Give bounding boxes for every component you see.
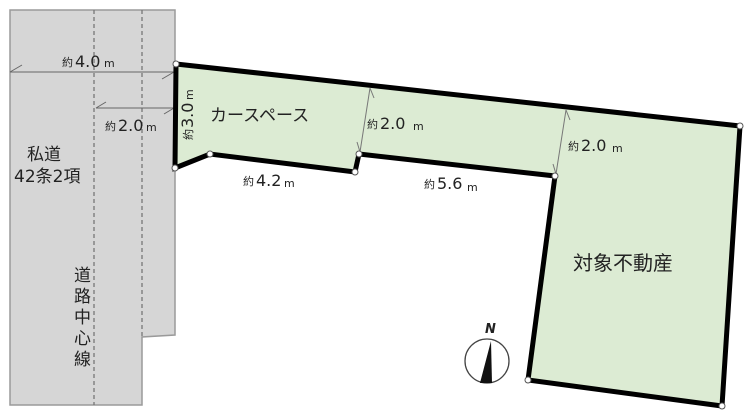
bottom-middle-dimension: 約 5.6 m <box>424 174 478 194</box>
private-road <box>9 9 176 406</box>
passage-2-dimension: 約 2.0 m <box>568 136 623 155</box>
svg-text:路: 路 <box>74 287 91 307</box>
dimension-road-width <box>9 64 175 80</box>
dimension-passage-1 <box>356 87 375 153</box>
vertex-markers <box>171 60 744 410</box>
svg-text:約: 約 <box>181 129 195 140</box>
road-width-unit: m <box>104 57 115 70</box>
svg-text:約: 約 <box>243 174 254 188</box>
svg-text:m: m <box>183 89 196 100</box>
north-compass-icon: N <box>464 322 510 384</box>
road-width-value: 4.0 <box>75 52 100 71</box>
road-name: 私道 <box>27 145 61 165</box>
centerline-label: 道 路 中 心 線 <box>74 266 91 370</box>
svg-text:5.6: 5.6 <box>437 174 462 193</box>
half-width-value: 2.0 <box>118 116 143 135</box>
svg-text:N: N <box>485 322 496 337</box>
svg-text:m: m <box>467 181 478 194</box>
svg-text:中: 中 <box>74 308 91 328</box>
svg-text:2.0: 2.0 <box>380 114 405 133</box>
road-article: 42条2項 <box>14 167 80 187</box>
property-label: 対象不動産 <box>573 251 673 275</box>
svg-text:m: m <box>612 142 623 155</box>
dimension-half-width <box>95 101 175 115</box>
half-width-unit: m <box>146 121 157 134</box>
road-width-prefix: 約 <box>62 55 73 69</box>
bottom-left-dimension: 約 4.2 m <box>243 171 295 190</box>
property-lot <box>172 61 743 409</box>
svg-text:線: 線 <box>74 350 91 370</box>
svg-text:約: 約 <box>367 117 378 131</box>
parking-label: カースペース <box>210 106 309 126</box>
svg-text:心: 心 <box>74 329 91 349</box>
svg-text:道: 道 <box>74 266 91 286</box>
svg-text:3.0: 3.0 <box>178 103 197 128</box>
svg-text:約: 約 <box>568 139 579 153</box>
svg-text:2.0: 2.0 <box>581 136 606 155</box>
dimension-passage-2 <box>552 109 571 175</box>
svg-text:m: m <box>413 120 424 133</box>
svg-text:約: 約 <box>424 177 435 191</box>
half-width-prefix: 約 <box>105 119 116 133</box>
frontage-dimension: 約 3.0 m <box>178 89 197 140</box>
passage-1-dimension: 約 2.0 m <box>367 114 424 133</box>
svg-text:m: m <box>284 177 295 190</box>
svg-text:4.2: 4.2 <box>256 171 281 190</box>
